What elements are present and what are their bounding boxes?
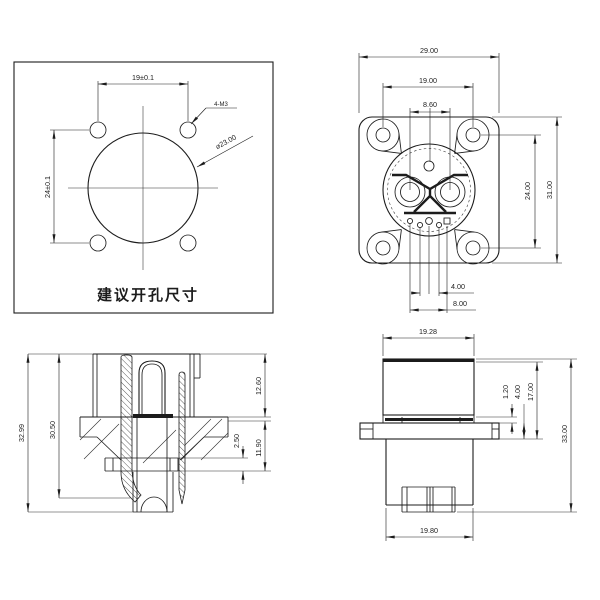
- front-view: 29.00 19.00 8.60 24.00 31.00 4.00: [358, 46, 562, 313]
- stem-and-bell: [132, 418, 174, 513]
- keying-slot: [443, 217, 451, 225]
- divider-wall: [392, 173, 468, 215]
- mount-hole: [89, 121, 107, 139]
- seal-band: [133, 414, 173, 418]
- dim-top-width-label: 19.28: [419, 327, 437, 336]
- dim-front-length-label: 17.00: [526, 383, 535, 401]
- dim-inner-height-label: 30.50: [48, 421, 57, 439]
- section-view: 32.99 30.50 12.60 11.90 2.50: [17, 353, 271, 513]
- sectioned-contact-left: [120, 354, 142, 503]
- dim-hole-spacing-v-label: 24±0.1: [43, 176, 52, 198]
- dim-hole-spacing-h-label: 19±0.1: [132, 73, 154, 82]
- dim-mount-hole-spacing-v-label: 24.00: [523, 182, 532, 200]
- terminal-block: [401, 486, 456, 513]
- flange-tabs: [382, 415, 475, 423]
- dim-overall-length-label: 33.00: [560, 425, 569, 443]
- dim-contact-spacing-label: 8.60: [423, 100, 437, 109]
- dim-flange-thickness-label: 4.00: [513, 385, 522, 399]
- signal-pin: [416, 221, 424, 229]
- mount-hole: [465, 127, 481, 143]
- center-slot-inner: [141, 363, 163, 414]
- flange-hatch-lines: [79, 418, 229, 464]
- dim-step-label: 2.50: [232, 434, 241, 448]
- flange-details: [360, 423, 499, 439]
- flange: [359, 422, 500, 440]
- view-title: 建议开孔尺寸: [97, 286, 199, 304]
- mount-hole: [179, 234, 197, 252]
- mount-hole: [375, 240, 391, 256]
- flange-section: [79, 417, 229, 461]
- dim-upper-depth-label: 12.60: [254, 377, 263, 395]
- mount-hole: [375, 127, 391, 143]
- dim-section-overall-height-label: 32.99: [17, 424, 26, 442]
- mount-hole: [179, 121, 197, 139]
- sectioned-contact-right: [178, 371, 186, 505]
- rear-body: [385, 439, 474, 506]
- panel-outline: [13, 61, 274, 314]
- dim-pin-pitch-label: 4.00: [451, 282, 465, 291]
- panel-cutout-view: 19±0.1 24±0.1 4-M3 ⌀23.00 建议开孔尺寸: [13, 61, 274, 314]
- mount-hole: [89, 234, 107, 252]
- barrel-walls: [92, 354, 201, 417]
- side-view: 19.28: [359, 327, 577, 541]
- center-slot-outer: [138, 360, 166, 414]
- dim-overall-width-label: 29.00: [420, 46, 438, 55]
- plug-top-band: [383, 359, 474, 362]
- thread-callout-label: 4-M3: [214, 102, 228, 108]
- signal-pin: [425, 217, 433, 225]
- dim-bore-diameter-label: ⌀23.00: [214, 133, 238, 151]
- signal-pin: [406, 217, 414, 225]
- dim-overall-height-label: 31.00: [545, 181, 554, 199]
- dim-pin-span-label: 8.00: [453, 299, 467, 308]
- dim-mount-hole-spacing-h-label: 19.00: [419, 76, 437, 85]
- dim-body-width-label: 19.80: [420, 526, 438, 535]
- signal-pin: [435, 221, 443, 229]
- pilot-hole: [423, 160, 435, 172]
- nut-band: [104, 457, 179, 472]
- dim-lip-thickness-label: 1.20: [501, 385, 510, 399]
- dim-lower-depth-label: 11.90: [254, 439, 263, 456]
- plug-body: [382, 358, 475, 416]
- mount-hole: [465, 240, 481, 256]
